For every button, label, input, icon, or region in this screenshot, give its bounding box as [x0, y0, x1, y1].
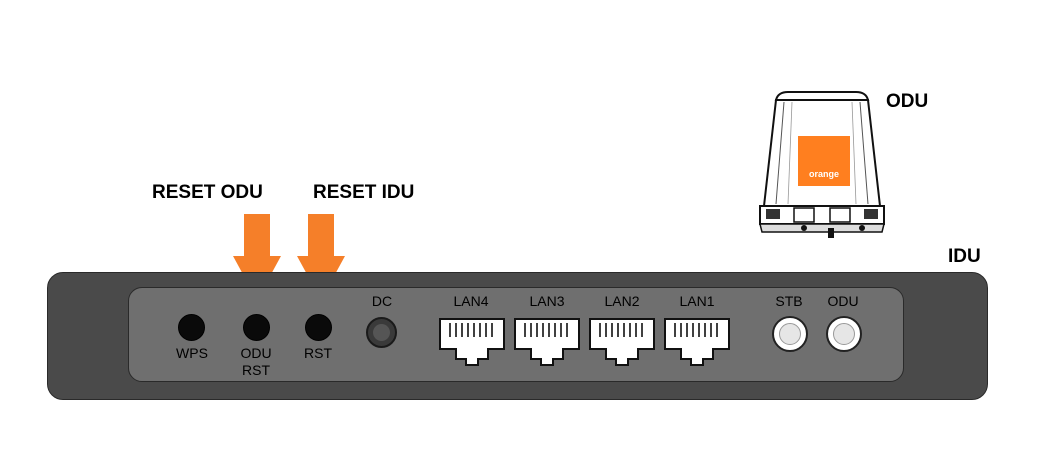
odu-rst-label-line2: RST [242, 362, 270, 378]
stb-coax-port[interactable] [772, 316, 808, 352]
orange-logo-square [798, 136, 850, 186]
lan2-port[interactable] [588, 315, 656, 367]
idu-title: IDU [948, 246, 981, 267]
lan1-label: LAN1 [679, 293, 715, 309]
lan2-label: LAN2 [604, 293, 640, 309]
reset-odu-arrow-icon [233, 214, 281, 300]
rst-button[interactable] [305, 314, 332, 341]
reset-idu-callout: RESET IDU [313, 182, 415, 203]
odu-port-label: ODU [827, 293, 859, 309]
lan3-port[interactable] [513, 315, 581, 367]
odu-rst-button[interactable] [243, 314, 270, 341]
dc-power-jack[interactable] [366, 317, 397, 348]
odu-coax-port[interactable] [826, 316, 862, 352]
odu-title: ODU [886, 91, 929, 112]
lan4-port[interactable] [438, 315, 506, 367]
wps-button[interactable] [178, 314, 205, 341]
dc-label: DC [371, 293, 393, 309]
stb-label: STB [775, 293, 803, 309]
lan1-port[interactable] [663, 315, 731, 367]
lan4-label: LAN4 [453, 293, 489, 309]
lan3-label: LAN3 [529, 293, 565, 309]
wps-label: WPS [176, 345, 208, 361]
odu-brand-label: orange [808, 169, 839, 179]
odu-device-illustration [759, 91, 885, 238]
reset-odu-callout: RESET ODU [152, 182, 263, 203]
odu-rst-label-line1: ODU [240, 345, 272, 361]
reset-idu-arrow-icon [297, 214, 345, 300]
rst-label: RST [304, 345, 332, 361]
